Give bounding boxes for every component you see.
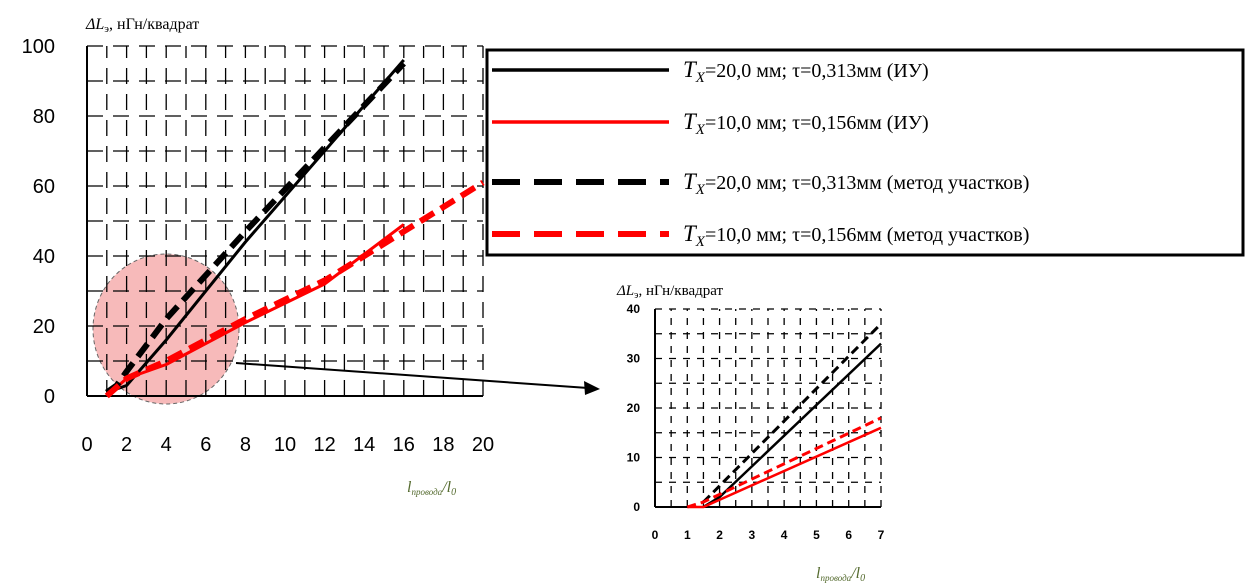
x-tick-label: 1 [684,528,691,542]
zoom-arrow [235,362,600,395]
x-tick-label: 5 [813,528,820,542]
inset-chart: 0 10 20 30 40 0 1 2 3 4 5 6 7 ΔLэ, нГн/квадрат lпро… [616,283,885,584]
legend-item: TX=10,0 мм; τ=0,156мм (ИУ) [492,109,929,138]
main-x-axis-label: lпровода/l0 [407,479,456,498]
x-tick-label: 20 [472,434,494,456]
y-tick-label: 20 [33,316,55,338]
y-tick-label: 100 [22,36,55,58]
main-y-axis-label: ΔLэ, нГн/квадрат [85,16,199,35]
x-tick-label: 3 [749,528,756,542]
x-tick-label: 0 [652,528,659,542]
main-chart: 0 20 40 60 80 100 0 2 4 6 8 10 12 14 16 18 20 ΔLэ, нГн/… [22,16,495,498]
inset-x-tick-labels: 0 1 2 3 4 5 6 7 [652,528,885,542]
legend-label: TX=20,0 мм; τ=0,313мм (ИУ) [683,57,929,86]
y-tick-label: 80 [33,106,55,128]
legend-label: TX=10,0 мм; τ=0,156мм (метод участков) [683,221,1029,250]
legend: TX=20,0 мм; τ=0,313мм (ИУ) TX=10,0 мм; τ=… [485,48,1245,257]
x-tick-label: 12 [313,434,335,456]
inset-y-tick-labels: 0 10 20 30 40 [627,302,641,514]
x-tick-label: 14 [353,434,375,456]
legend-label: TX=20,0 мм; τ=0,313мм (метод участков) [683,169,1029,198]
legend-item: TX=20,0 мм; τ=0,313мм (метод участков) [492,169,1029,198]
y-tick-label: 60 [33,176,55,198]
y-tick-label: 0 [44,386,55,408]
legend-label: TX=10,0 мм; τ=0,156мм (ИУ) [683,109,929,138]
legend-item: TX=20,0 мм; τ=0,313мм (ИУ) [492,57,929,86]
y-tick-label: 0 [633,500,640,514]
inset-x-axis-label: lпровода/l0 [816,565,865,584]
x-tick-label: 18 [432,434,454,456]
main-series [104,59,485,399]
x-tick-label: 7 [878,528,885,542]
y-tick-label: 20 [627,401,641,415]
x-tick-label: 4 [781,528,788,542]
main-x-tick-labels: 0 2 4 6 8 10 12 14 16 18 20 [81,434,494,456]
series-line-1 [687,426,882,509]
x-tick-label: 10 [274,434,296,456]
series-line-2 [702,322,883,504]
x-tick-label: 4 [161,434,172,456]
x-tick-label: 0 [81,434,92,456]
y-tick-label: 10 [627,451,641,465]
main-y-tick-labels: 0 20 40 60 80 100 [22,36,55,408]
y-tick-label: 40 [33,246,55,268]
series-line-3 [686,416,882,509]
series-line-3 [104,179,485,399]
legend-item: TX=10,0 мм; τ=0,156мм (метод участков) [492,221,1029,250]
y-tick-label: 30 [627,352,641,366]
x-tick-label: 16 [393,434,415,456]
x-tick-label: 2 [716,528,723,542]
x-tick-label: 6 [200,434,211,456]
x-tick-label: 6 [845,528,852,542]
inset-y-axis-label: ΔLэ, нГн/квадрат [616,283,724,301]
y-tick-label: 40 [627,302,641,316]
x-tick-label: 8 [240,434,251,456]
inset-series [686,322,883,509]
x-tick-label: 2 [121,434,132,456]
